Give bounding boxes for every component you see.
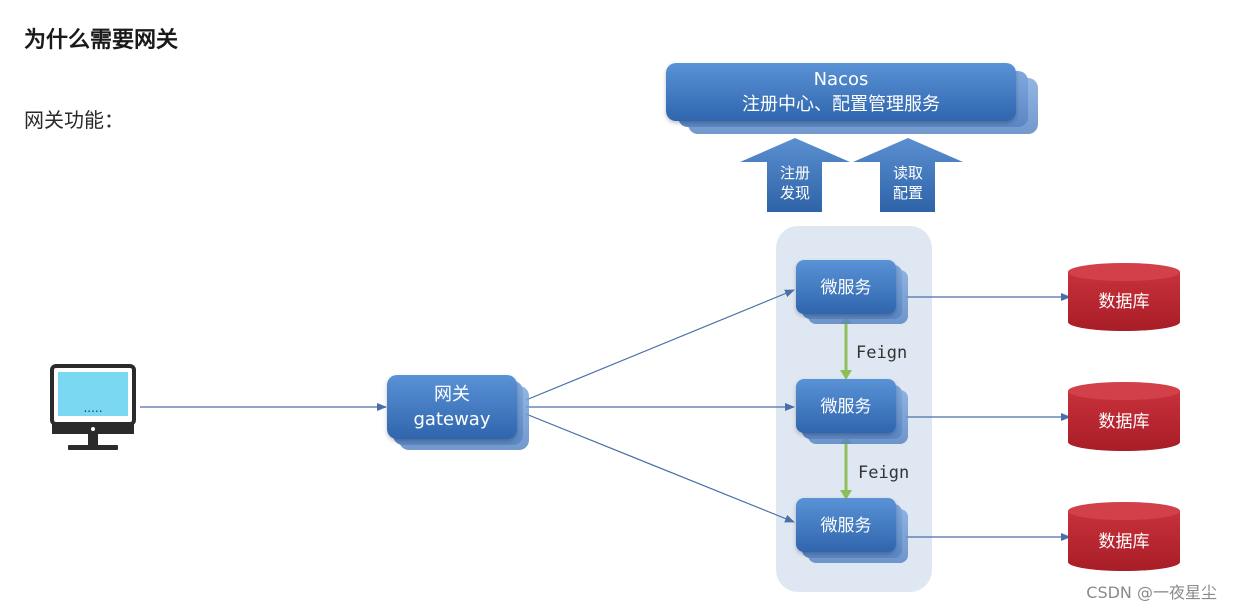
gateway-to-service3-line [525,413,795,523]
database-label-3: 数据库 [1099,532,1150,552]
database-label-1: 数据库 [1099,292,1150,312]
watermark: CSDN @一夜星尘 [1086,583,1217,602]
database-cylinder-2: 数据库 [1068,382,1180,451]
feign-label-1: Feign [856,343,907,363]
nacos-subtitle: 注册中心、配置管理服务 [742,94,940,115]
nacos-title: Nacos [814,69,869,90]
connection-lines [140,289,1071,541]
read-label: 读取 [893,164,923,182]
feign-label-2: Feign [858,463,909,483]
gateway-label-en: gateway [414,409,491,430]
register-label: 注册 [780,164,810,182]
database-cylinder-1: 数据库 [1068,263,1180,331]
read-config-arrow: 读取 配置 [853,138,963,212]
nacos-box: Nacos 注册中心、配置管理服务 [666,63,1038,134]
microservice-box-2: 微服务 [796,379,908,444]
gateway-label-cn: 网关 [434,384,470,405]
page-title: 为什么需要网关 [24,28,179,53]
microservice-box-3: 微服务 [796,498,908,563]
microservice-box-1: 微服务 [796,260,908,324]
client-monitor-icon: ..... [50,364,136,450]
page-subtitle: 网关功能： [24,108,124,132]
gateway-box: 网关 gateway [387,375,529,450]
register-discover-arrow: 注册 发现 [740,138,850,212]
microservice-label-1: 微服务 [821,278,872,298]
gateway-to-service1-line [525,289,795,401]
database-label-2: 数据库 [1099,412,1150,432]
microservice-label-3: 微服务 [821,516,872,536]
microservice-label-2: 微服务 [821,397,872,417]
discover-label: 发现 [780,184,810,202]
config-label: 配置 [893,184,923,202]
database-cylinder-3: 数据库 [1068,502,1180,571]
client-screen-text: ..... [83,401,102,415]
